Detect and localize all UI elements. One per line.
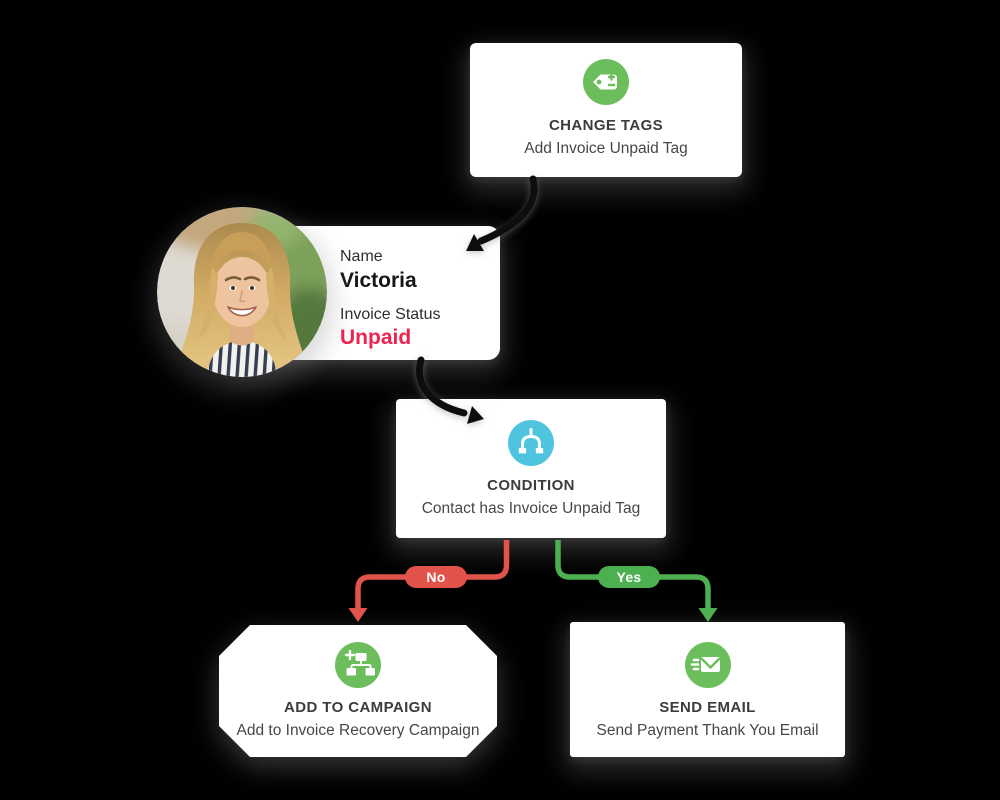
arrowhead	[698, 608, 718, 622]
pupil-right	[250, 286, 254, 290]
plus-glyph	[608, 73, 615, 81]
hair-strand-right	[266, 267, 286, 339]
tag-plus-minus-icon	[583, 59, 629, 105]
speeding-envelope-icon	[684, 642, 731, 688]
smile	[227, 306, 257, 317]
speed-lines	[690, 658, 699, 671]
sitemap-connectors	[352, 661, 371, 668]
node-title: ADD TO CAMPAIGN	[284, 699, 432, 716]
node-change-tags[interactable]: CHANGE TAGS Add Invoice Unpaid Tag	[470, 43, 742, 177]
sitemap-top-box	[356, 653, 367, 661]
no-label: No	[426, 569, 446, 585]
node-add-to-campaign[interactable]: ADD TO CAMPAIGN Add to Invoice Recovery …	[219, 625, 497, 757]
hair-fringe	[210, 232, 274, 279]
envelope-flap	[700, 657, 720, 669]
sitemap-plus-icon	[335, 642, 381, 688]
contact-name-value: Victoria	[340, 269, 417, 292]
eyebrow-left	[224, 276, 242, 282]
pupil-left	[231, 286, 235, 290]
node-title: CHANGE TAGS	[548, 117, 664, 134]
contact-details: Name Victoria Invoice Status Unpaid	[340, 247, 441, 351]
eyebrow-right	[243, 276, 261, 282]
nose	[239, 290, 246, 303]
node-title: SEND EMAIL	[659, 699, 756, 716]
sitemap-left-box	[347, 668, 357, 676]
node-send-email[interactable]: SEND EMAIL Send Payment Thank You Email	[570, 622, 845, 757]
arrowhead	[348, 608, 368, 622]
node-condition[interactable]: CONDITION Contact has Invoice Unpaid Tag	[396, 399, 666, 538]
split-branch-icon	[508, 420, 554, 466]
icon-circle	[508, 420, 554, 466]
node-subtitle: Contact has Invoice Unpaid Tag	[421, 500, 641, 517]
tag-hole	[596, 79, 602, 85]
striped-shirt	[207, 340, 277, 377]
invoice-status-value: Unpaid	[340, 326, 412, 349]
plus-glyph	[346, 651, 354, 659]
node-title: CONDITION	[487, 477, 575, 494]
branch-label-no: No	[405, 566, 467, 588]
invoice-status-label: Invoice Status	[340, 306, 441, 323]
octagon-card: ADD TO CAMPAIGN Add to Invoice Recovery …	[219, 625, 497, 757]
node-subtitle: Send Payment Thank You Email	[596, 722, 819, 739]
sitemap-right-box	[366, 668, 376, 676]
branch-foot-right	[535, 448, 544, 454]
node-subtitle: Add Invoice Unpaid Tag	[524, 140, 688, 157]
woman-portrait-photo	[157, 207, 327, 377]
contact-name-label: Name	[340, 248, 383, 265]
portrait-art	[157, 207, 327, 377]
envelope-body	[700, 657, 720, 672]
node-subtitle: Add to Invoice Recovery Campaign	[236, 722, 480, 739]
hair-strand-left	[198, 267, 218, 339]
branch-arch	[521, 434, 541, 449]
branch-foot-left	[518, 448, 527, 454]
branch-label-yes: Yes	[598, 566, 660, 588]
yes-label: Yes	[616, 569, 642, 585]
